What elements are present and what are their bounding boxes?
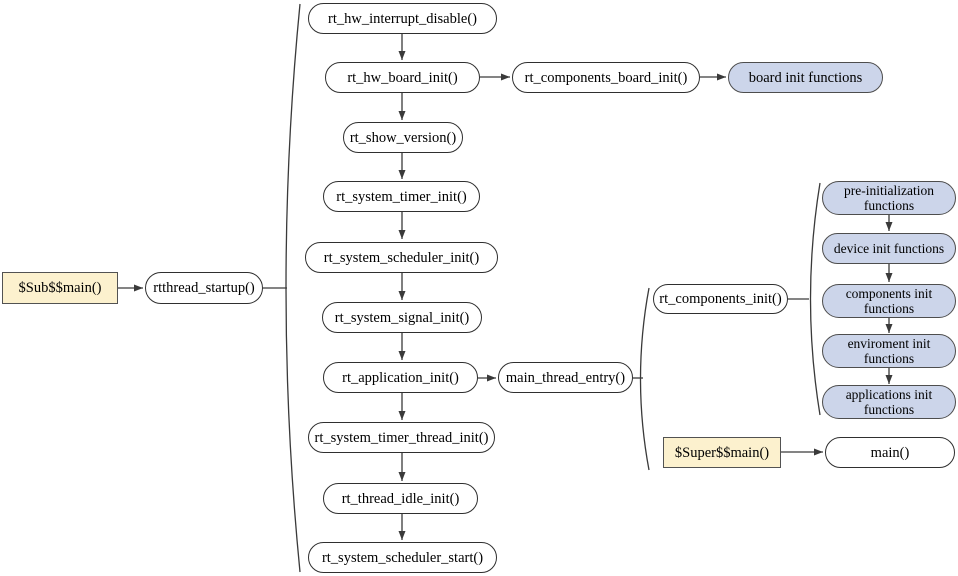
node-rt-show-version: rt_show_version() — [343, 122, 463, 153]
node-rt-hw-board-init: rt_hw_board_init() — [325, 62, 480, 93]
node-components-init-functions: components init functions — [822, 284, 956, 318]
node-rt-system-signal-init: rt_system_signal_init() — [322, 302, 482, 333]
node-super-main: $Super$$main() — [663, 437, 781, 468]
node-main: main() — [825, 437, 955, 468]
node-board-init-functions: board init functions — [728, 62, 883, 93]
node-rt-thread-idle-init: rt_thread_idle_init() — [323, 483, 478, 514]
node-rt-system-scheduler-init: rt_system_scheduler_init() — [305, 242, 498, 273]
node-rt-components-board-init: rt_components_board_init() — [512, 62, 700, 93]
node-applications-init-functions: applications init functions — [822, 385, 956, 419]
node-rt-system-timer-thread-init: rt_system_timer_thread_init() — [308, 422, 495, 453]
node-rt-system-timer-init: rt_system_timer_init() — [323, 181, 480, 212]
node-rt-components-init: rt_components_init() — [653, 284, 788, 314]
node-pre-initialization-functions: pre-initialization functions — [822, 181, 956, 215]
node-device-init-functions: device init functions — [822, 233, 956, 264]
brace-components-group — [809, 182, 821, 416]
brace-mainthread-group — [639, 287, 650, 471]
node-rtthread-startup: rtthread_startup() — [145, 272, 263, 304]
node-rt-application-init: rt_application_init() — [323, 362, 478, 393]
brace-startup-group — [285, 3, 301, 573]
node-rt-system-scheduler-start: rt_system_scheduler_start() — [308, 542, 497, 573]
node-rt-hw-interrupt-disable: rt_hw_interrupt_disable() — [308, 3, 497, 34]
node-main-thread-entry: main_thread_entry() — [498, 362, 633, 393]
node-enviroment-init-functions: enviroment init functions — [822, 334, 956, 368]
node-sub-main: $Sub$$main() — [2, 272, 118, 304]
